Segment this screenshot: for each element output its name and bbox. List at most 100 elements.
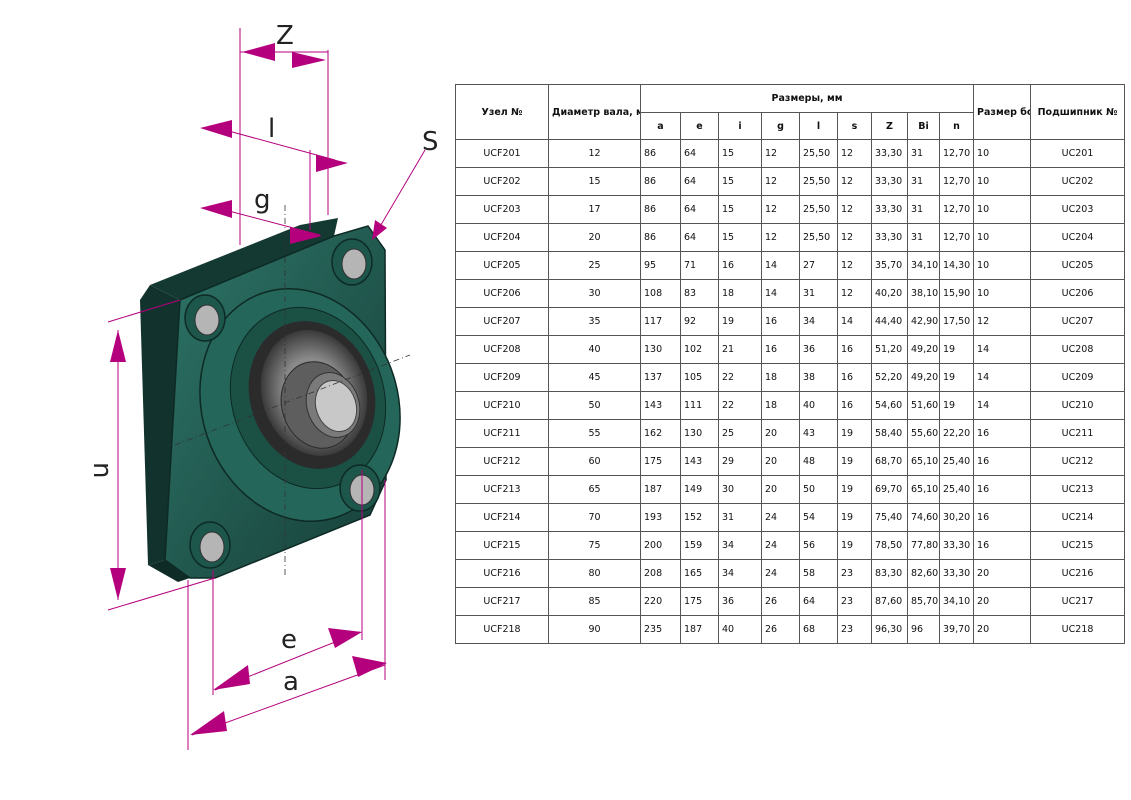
table-cell: 77,80 <box>907 531 940 560</box>
col-header-dim: a <box>640 112 681 140</box>
table-cell: UC217 <box>1030 587 1126 616</box>
table-cell: 31 <box>718 503 762 532</box>
col-header-shaft: Диаметр вала, мм <box>548 84 641 140</box>
table-cell: UC201 <box>1030 139 1126 168</box>
table-cell: 85 <box>548 587 641 616</box>
table-cell: 25,40 <box>938 475 975 504</box>
table-cell: UC210 <box>1030 391 1126 420</box>
table-cell: 25,50 <box>799 139 838 168</box>
col-header-bearing: Подшипник № <box>1030 84 1126 140</box>
table-cell: UCF203 <box>455 195 549 224</box>
table-cell: 24 <box>761 503 800 532</box>
table-cell: 12,70 <box>938 223 975 252</box>
table-cell: 71 <box>680 251 719 280</box>
col-header-dim: i <box>718 112 762 140</box>
table-cell: 43 <box>799 419 838 448</box>
table-cell: 35,70 <box>871 251 908 280</box>
table-cell: 36 <box>718 587 762 616</box>
table-cell: 18 <box>718 279 762 308</box>
table-cell: 40 <box>718 615 762 644</box>
label-n: n <box>87 462 117 478</box>
table-cell: 130 <box>640 335 681 364</box>
col-header-unit: Узел № <box>455 84 549 140</box>
table-cell: 143 <box>640 391 681 420</box>
table-cell: 65 <box>548 475 641 504</box>
table-cell: 58,40 <box>871 419 908 448</box>
label-l: l <box>268 114 275 144</box>
table-cell: 187 <box>640 475 681 504</box>
bolt-holes <box>184 238 381 569</box>
table-cell: UCF215 <box>455 531 549 560</box>
table-cell: UC207 <box>1030 307 1126 336</box>
table-cell: 85,70 <box>907 587 940 616</box>
table-cell: 19 <box>837 531 872 560</box>
table-cell: 12 <box>837 195 872 224</box>
table-cell: 25 <box>548 251 641 280</box>
table-cell: 14 <box>973 391 1032 420</box>
table-cell: 96,30 <box>871 615 908 644</box>
table-cell: 65,10 <box>907 475 940 504</box>
table-cell: 58 <box>799 559 838 588</box>
table-cell: 90 <box>548 615 641 644</box>
table-cell: 175 <box>640 447 681 476</box>
table-cell: UC203 <box>1030 195 1126 224</box>
table-cell: 31 <box>907 139 940 168</box>
table-cell: 51,20 <box>871 335 908 364</box>
table-cell: 16 <box>761 307 800 336</box>
table-cell: 70 <box>548 503 641 532</box>
table-cell: 17,50 <box>938 307 975 336</box>
table-cell: 65,10 <box>907 447 940 476</box>
table-cell: 14 <box>761 251 800 280</box>
table-cell: 34 <box>799 307 838 336</box>
table-cell: UCF208 <box>455 335 549 364</box>
table-cell: 19 <box>837 419 872 448</box>
table-cell: 39,70 <box>938 615 975 644</box>
table-cell: 21 <box>718 335 762 364</box>
table-cell: 14,30 <box>938 251 975 280</box>
table-cell: 34,10 <box>907 251 940 280</box>
col-header-dim: Bi <box>907 112 940 140</box>
table-cell: 51,60 <box>907 391 940 420</box>
table-cell: 193 <box>640 503 681 532</box>
table-cell: 16 <box>973 475 1032 504</box>
table-cell: UCF205 <box>455 251 549 280</box>
table-cell: 12 <box>837 139 872 168</box>
dimension-labels: Z l S g n e a <box>87 21 439 697</box>
table-cell: 18 <box>761 391 800 420</box>
table-cell: 31 <box>907 195 940 224</box>
table-cell: 68 <box>799 615 838 644</box>
table-cell: 64 <box>680 195 719 224</box>
table-cell: 14 <box>973 335 1032 364</box>
table-cell: 29 <box>718 447 762 476</box>
centre-lines <box>174 205 411 575</box>
table-cell: 12,70 <box>938 167 975 196</box>
table-cell: UCF206 <box>455 279 549 308</box>
table-cell: 33,30 <box>871 223 908 252</box>
table-cell: 27 <box>799 251 838 280</box>
table-cell: 20 <box>761 419 800 448</box>
table-cell: 200 <box>640 531 681 560</box>
table-cell: 12 <box>548 139 641 168</box>
table-cell: 96 <box>907 615 940 644</box>
table-cell: 86 <box>640 167 681 196</box>
table-cell: 33,30 <box>938 559 975 588</box>
table-cell: UC211 <box>1030 419 1126 448</box>
table-cell: 78,50 <box>871 531 908 560</box>
table-cell: 17 <box>548 195 641 224</box>
table-cell: UC202 <box>1030 167 1126 196</box>
table-cell: 86 <box>640 223 681 252</box>
col-header-dim: s <box>837 112 872 140</box>
table-cell: 48 <box>799 447 838 476</box>
table-cell: 19 <box>837 503 872 532</box>
label-e: e <box>281 625 297 655</box>
table-cell: 111 <box>680 391 719 420</box>
dimension-arrows <box>110 43 387 735</box>
table-cell: 55 <box>548 419 641 448</box>
table-cell: 20 <box>761 475 800 504</box>
